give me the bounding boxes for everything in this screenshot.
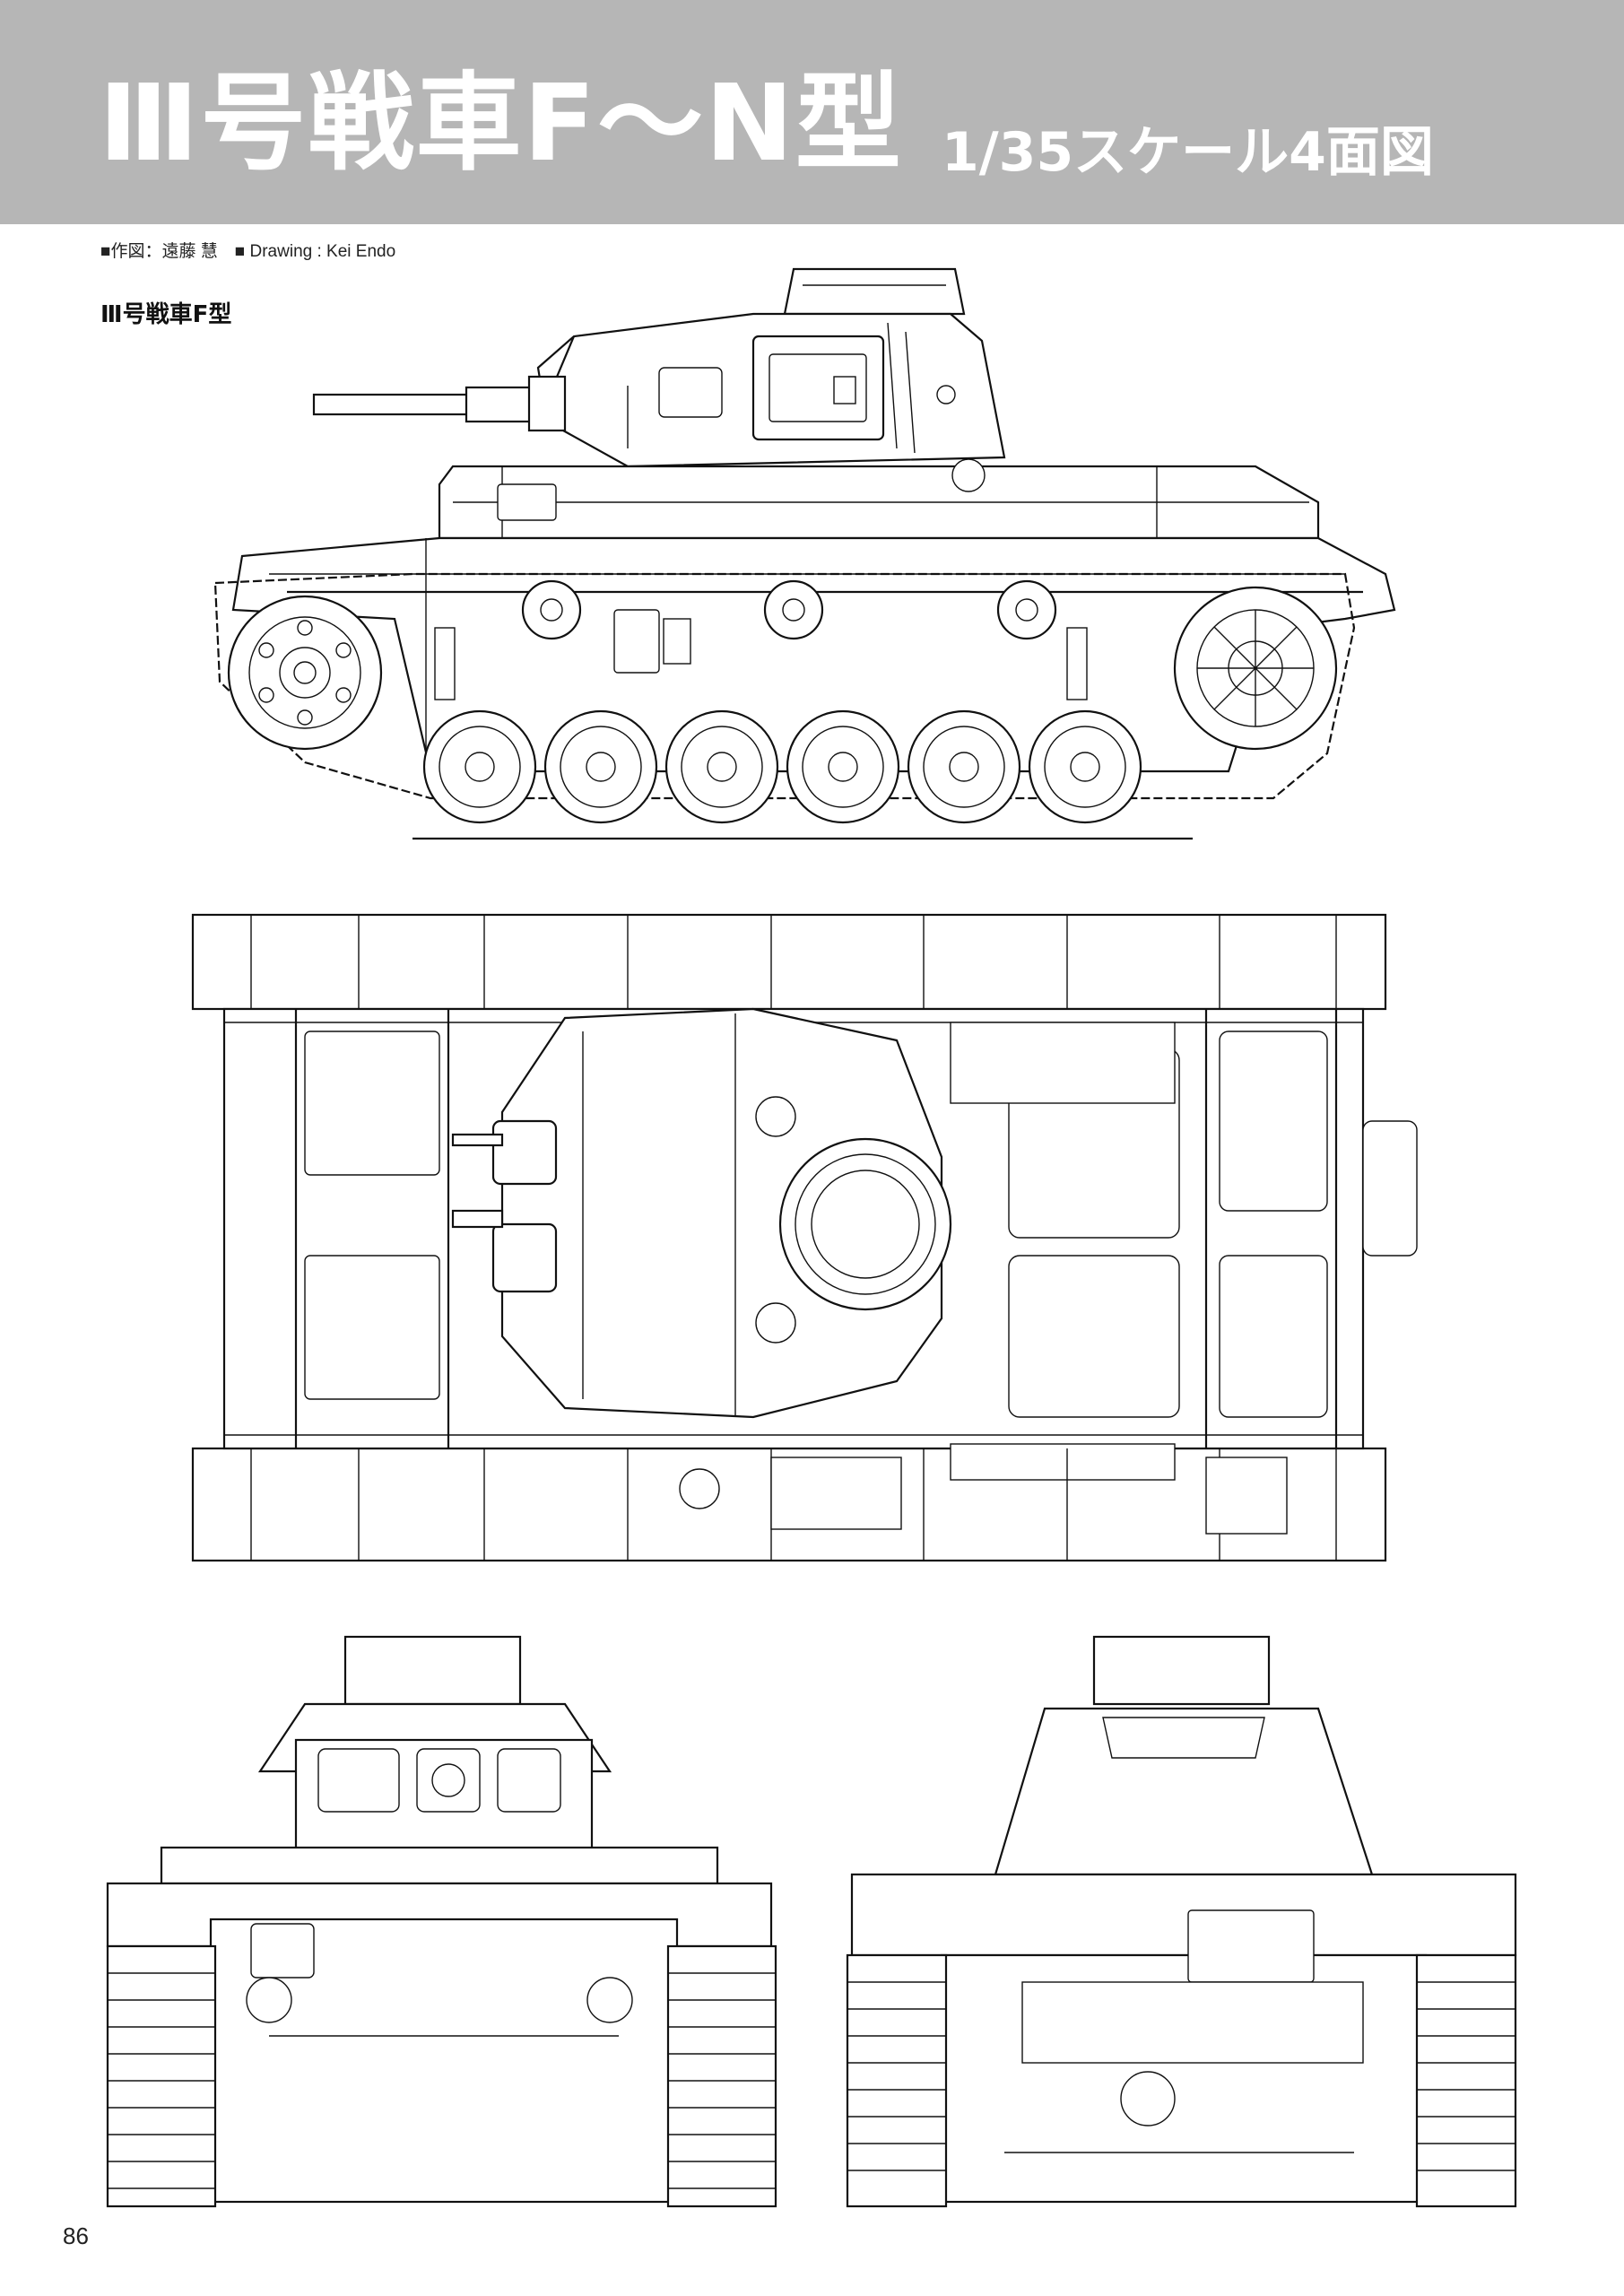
model-label: Ⅲ号戦車F型: [100, 301, 232, 328]
drawing-credit: ■作図：遠藤 慧 ■ Drawing : Kei Endo: [100, 242, 396, 261]
title-banner: Ⅲ号戦車F～N型 1/35スケール4面図: [0, 0, 1624, 224]
page-number: 86: [63, 2222, 89, 2249]
side-view: [213, 267, 1396, 840]
rear-view: [846, 1635, 1517, 2208]
front-view: [106, 1635, 777, 2208]
page-subtitle: 1/35スケール4面図: [942, 121, 1434, 184]
top-view: [191, 913, 1418, 1562]
road-wheels: [422, 709, 1142, 824]
page-title: Ⅲ号戦車F～N型: [99, 61, 903, 185]
